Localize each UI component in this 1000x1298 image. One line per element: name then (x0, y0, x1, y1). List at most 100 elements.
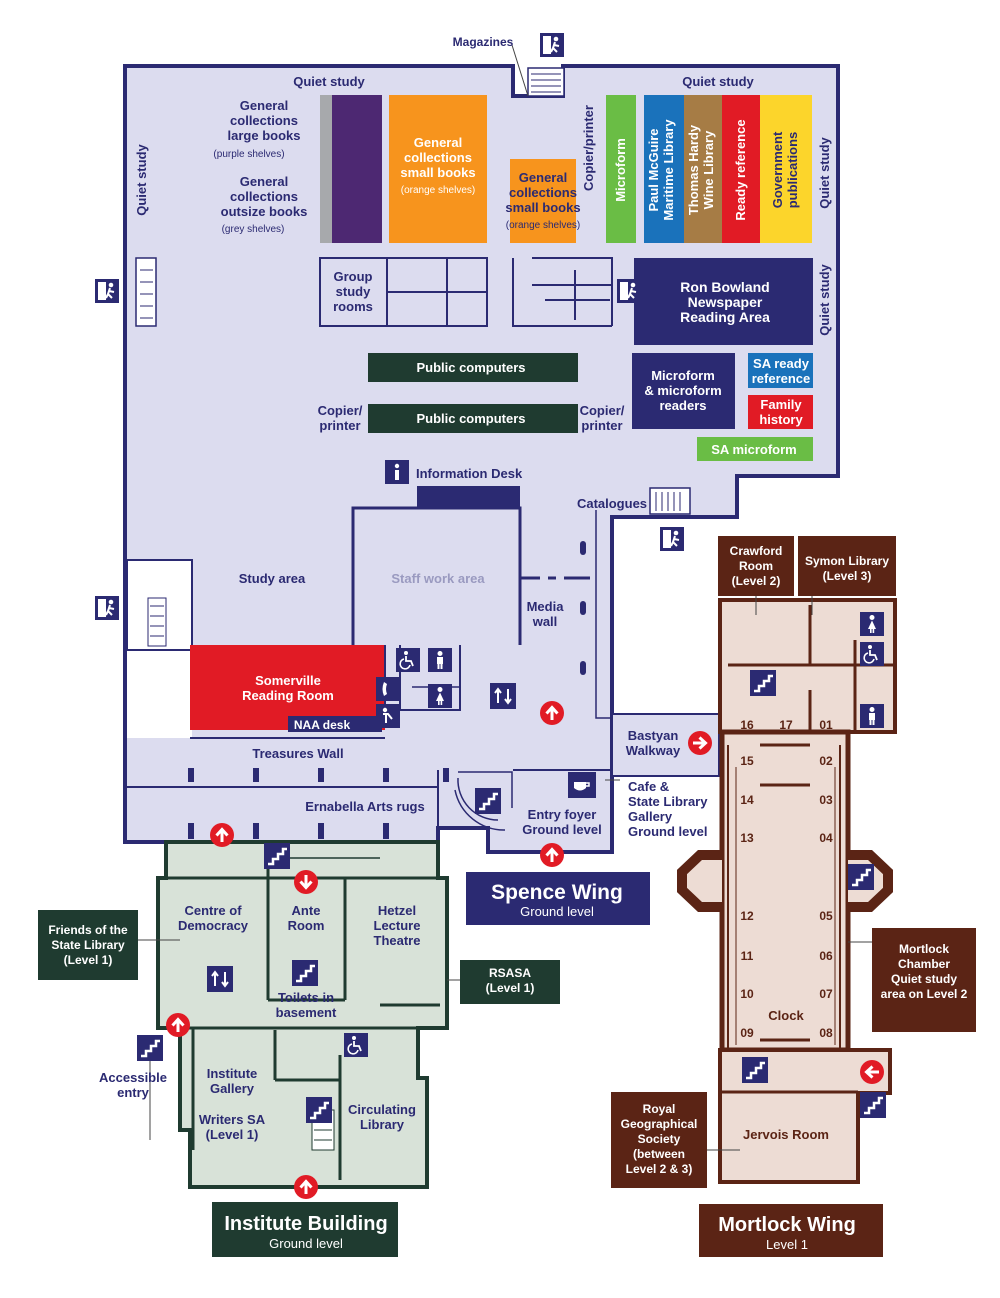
institute-wing-sub: Ground level (269, 1236, 343, 1251)
accessible-icon (395, 647, 421, 673)
entry-arrow-icon (164, 1011, 192, 1039)
stairs-icon (290, 958, 320, 988)
information-desk-block (417, 486, 520, 508)
stairs-icon (748, 668, 778, 698)
spence-quiet-study-top-right: Quiet study (682, 74, 754, 89)
government-shelves (760, 95, 812, 243)
stairs-icon (858, 1090, 888, 1120)
sa-microform (697, 437, 813, 461)
institute-wing-title: Institute Building (224, 1213, 387, 1235)
mortlock-wing-sub: Level 1 (766, 1237, 808, 1252)
spence-naa-desk: NAA desk (294, 718, 351, 732)
stairs-icon (262, 841, 292, 871)
spence-copier-right-lines: Copier/printer (580, 403, 625, 433)
north-west-stairs (135, 257, 157, 327)
copier-room-walls (512, 257, 613, 327)
institute-writers-lines: Writers SA(Level 1) (199, 1112, 266, 1142)
institute-floor (156, 840, 449, 1189)
mortlock-wing-title: Mortlock Wing (718, 1214, 856, 1236)
spence-treasures-wall: Treasures Wall (252, 746, 343, 761)
bay-number: 11 (741, 949, 754, 963)
stairs-icon (846, 862, 876, 892)
spence-wing (123, 64, 840, 854)
spence-gov-lines: Governmentpublications (770, 131, 800, 208)
mortlock-transept (677, 850, 893, 912)
emergency-exit-icon (94, 595, 120, 621)
spence-quiet-study-left: Quiet study (134, 143, 149, 215)
institute-rsasa-lines: RSASA(Level 1) (486, 966, 535, 995)
institute-building (156, 840, 449, 1189)
spence-ready-reference: Ready reference (733, 119, 748, 220)
mortlock-title-box (699, 1204, 883, 1257)
stairs-icon (473, 786, 503, 816)
spence-gen-outsize-sub: (grey shelves) (222, 224, 285, 235)
lift-icon (206, 965, 234, 993)
male-toilet-icon (860, 704, 884, 728)
entry-arrow-icon (292, 1173, 320, 1201)
bay-number: 10 (740, 987, 754, 1001)
somerville-reading-room (190, 645, 385, 730)
phone-icon (376, 677, 400, 701)
bay-number: 01 (819, 718, 833, 732)
spence-study-area: Study area (239, 571, 306, 586)
accessible-icon (343, 1032, 369, 1058)
microform-shelves (606, 95, 636, 243)
crawford-box (718, 536, 794, 596)
entry-arrow-icon (538, 841, 566, 869)
bay-number: 05 (819, 909, 833, 923)
accessible-icon (859, 641, 885, 667)
microform-readers (632, 353, 735, 429)
bay-number: 06 (819, 949, 833, 963)
sa-ready-reference (748, 353, 813, 388)
magazine-stairs (527, 67, 565, 97)
mortlock-jervois: Jervois Room (743, 1127, 829, 1142)
spence-information-desk: Information Desk (416, 466, 523, 481)
ready-reference-shelves (722, 95, 760, 243)
spence-quiet-study-top-left: Quiet study (293, 74, 365, 89)
purple-shelves (332, 95, 382, 243)
spence-mcguire-lines: Paul McGuireMaritime Library (646, 119, 676, 221)
emergency-exit-icon (94, 278, 120, 304)
drinking-fountain-icon (376, 704, 400, 728)
entry-arrow-icon (858, 1058, 886, 1086)
spence-gen-large-sub: (purple shelves) (213, 149, 284, 160)
bay-number: 07 (819, 987, 833, 1001)
entry-arrow-icon (208, 821, 236, 849)
public-computers-2 (368, 404, 578, 433)
mortlock-hall (719, 729, 851, 1053)
bay-number: 17 (779, 718, 793, 732)
symon-box (798, 536, 896, 596)
male-toilet-icon (428, 648, 452, 672)
spence-magazines: Magazines (453, 35, 514, 49)
spence-sa-microform: SA microform (711, 442, 796, 457)
bay-number: 03 (819, 793, 833, 807)
naa-desk-block (288, 716, 382, 732)
spence-catalogues: Catalogues (577, 496, 647, 511)
mortlock-clock: Clock (768, 1008, 804, 1023)
spence-copier-left-lines: Copier/printer (318, 403, 363, 433)
orange-shelves-2 (510, 159, 576, 243)
institute-title-box (212, 1202, 398, 1257)
stairs-icon (304, 1095, 334, 1125)
spence-hardy-lines: Thomas HardyWine Library (686, 124, 716, 215)
spence-quiet-study-right2: Quiet study (817, 263, 832, 335)
rgs-box (611, 1092, 707, 1188)
grey-shelves (320, 95, 332, 243)
